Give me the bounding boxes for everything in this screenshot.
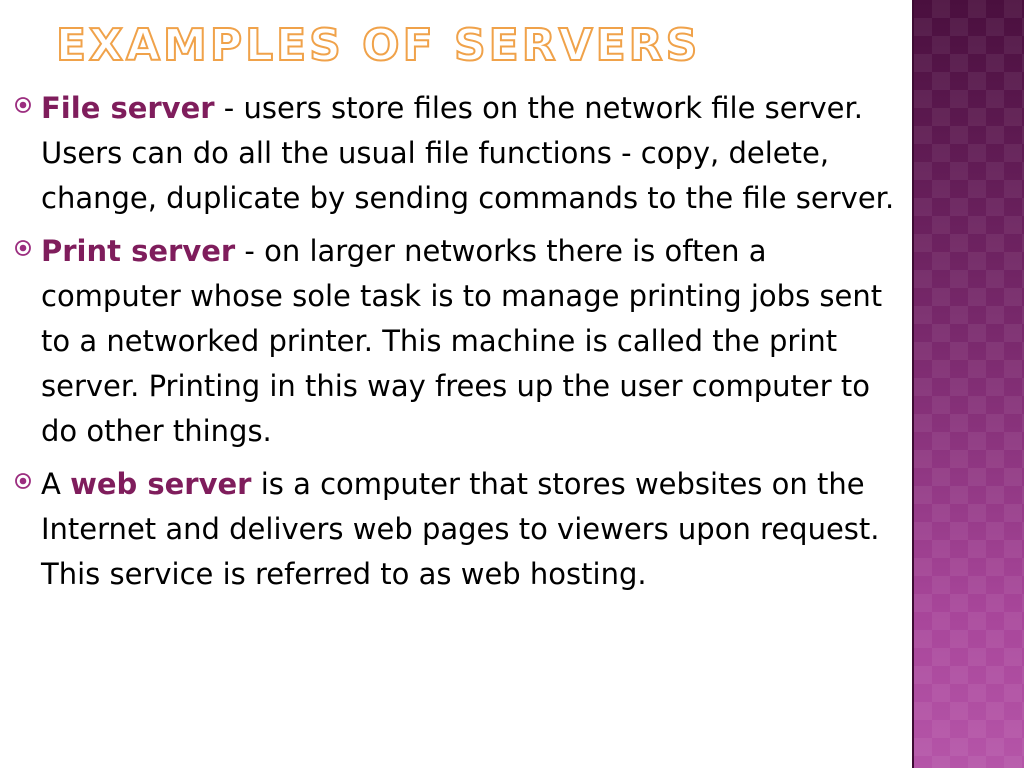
bullet-term: Print server [41,234,236,268]
circled-dot-bullet-icon [15,97,31,113]
bullet-text: - on larger networks there is often a co… [41,234,883,448]
circled-dot-bullet-icon [15,473,31,489]
bullet-text: - users store files on the network file … [41,91,895,215]
circled-dot-bullet-icon [15,240,31,256]
bullet-text: is a computer that stores websites on th… [41,467,880,591]
bullet-term: File server [41,91,215,125]
slide-title: Examples of servers [55,20,701,71]
bullet-print-server: Print server - on larger networks there … [14,229,904,454]
bullet-web-server: A web server is a computer that stores w… [14,462,904,597]
bullet-list: File server - users store files on the n… [14,86,904,605]
decorative-side-band [912,0,1024,768]
bullet-prefix: A [41,467,71,501]
bullet-term: web server [70,467,252,501]
bullet-file-server: File server - users store files on the n… [14,86,904,221]
